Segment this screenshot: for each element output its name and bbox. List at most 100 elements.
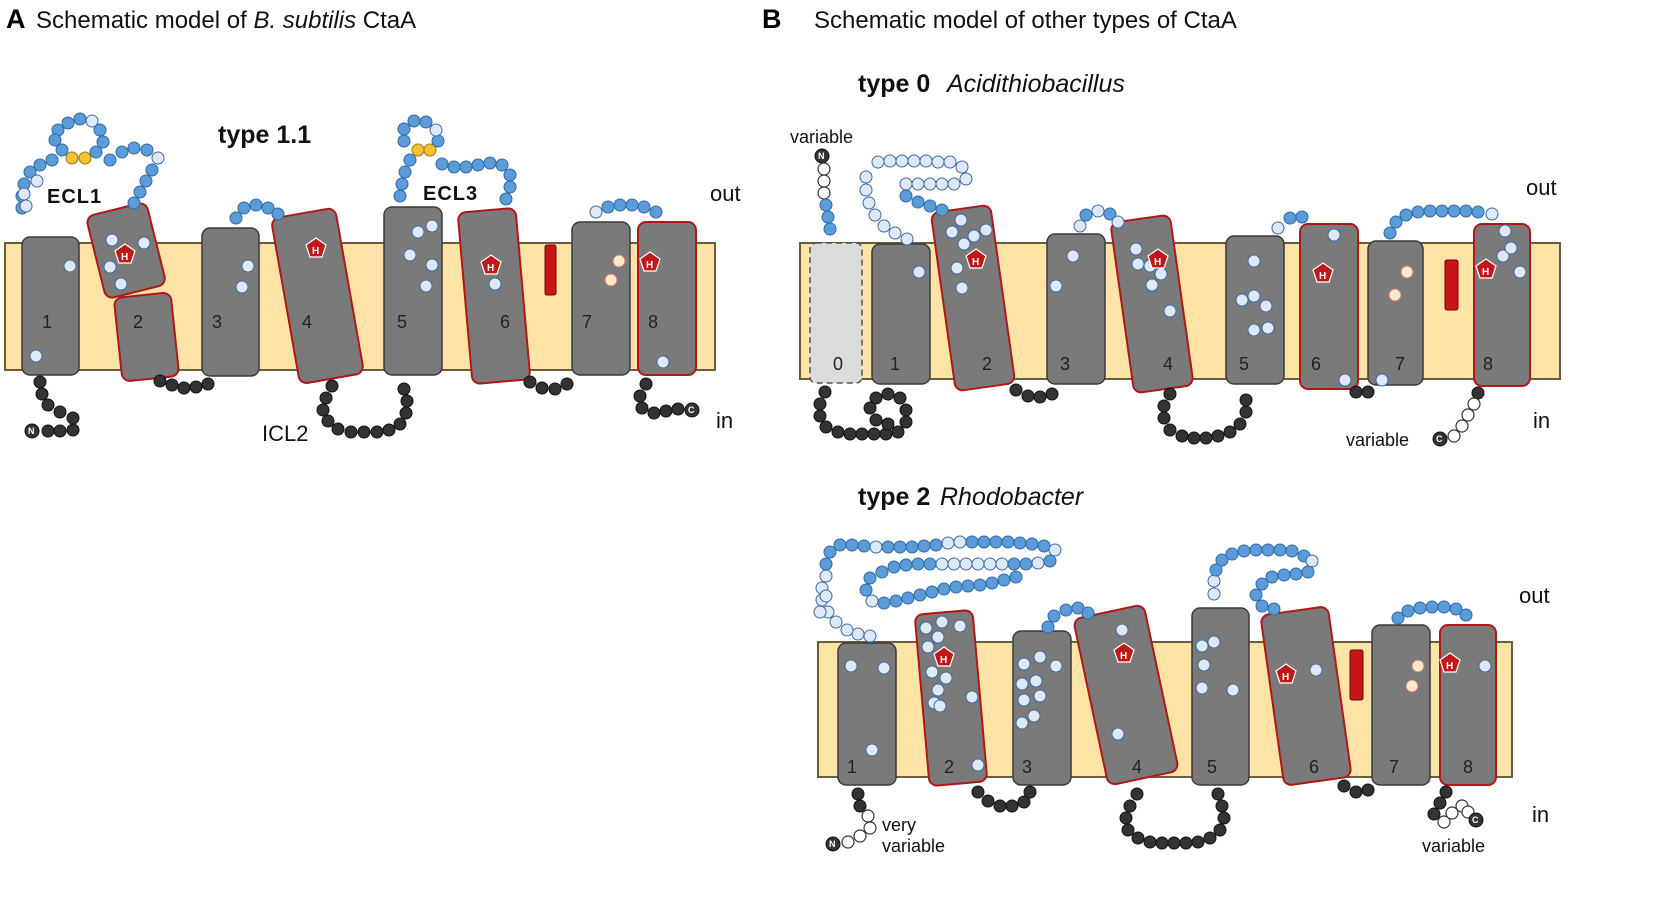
svg-text:H: H xyxy=(121,252,128,263)
loop-b2-ecl4 xyxy=(1391,600,1473,625)
helix-a-5-number: 5 xyxy=(397,312,407,332)
type2-label: type 2 xyxy=(858,483,930,511)
helix-a-4-number: 4 xyxy=(302,312,312,332)
histidine-icon: H H H H xyxy=(965,248,1497,283)
loop-b0-ecl2 xyxy=(1073,204,1125,233)
loop-b2-icl2 xyxy=(1119,787,1231,850)
svg-text:H: H xyxy=(1154,257,1161,268)
helix-b0-5 xyxy=(1225,235,1285,385)
helix-b2-5-number: 5 xyxy=(1207,757,1217,777)
svg-text:N: N xyxy=(818,151,825,161)
type2-organism: Rhodobacter xyxy=(940,483,1085,511)
helix-a-2 xyxy=(113,291,180,382)
panel-a-letter: A xyxy=(6,4,26,34)
helix-b2-4 xyxy=(1073,604,1179,786)
helix-b0-6 xyxy=(1299,223,1359,390)
helix-a-7 xyxy=(571,221,631,376)
svg-text:H: H xyxy=(1446,661,1453,672)
loop-b2-ecl2 xyxy=(1041,601,1095,634)
histidine-icon: H H H H xyxy=(114,237,661,275)
panel-b-heading: Schematic model of other types of CtaA xyxy=(814,7,1237,34)
helix-a-8-number: 8 xyxy=(648,312,658,332)
loop-a-ecl4 xyxy=(589,198,663,219)
loop-b0-icl3 xyxy=(1338,373,1389,399)
residues-b0 xyxy=(912,213,1527,337)
heme-bar-b2 xyxy=(1349,649,1364,701)
loop-b0-icl1 xyxy=(1009,383,1059,404)
helix-a-8 xyxy=(637,221,697,376)
svg-text:C: C xyxy=(688,405,695,415)
type0-model: type 0 Acidithiobacillus 0 1 2 3 4 5 6 7… xyxy=(790,70,1561,450)
type2-in-label: in xyxy=(1532,802,1549,827)
helix-a-1 xyxy=(21,236,80,376)
helix-b2-5 xyxy=(1191,607,1250,786)
loop-b2-icl3 xyxy=(1337,779,1375,799)
loop-b2-cterm: C xyxy=(1427,785,1484,829)
type2-out-label: out xyxy=(1519,583,1550,608)
helix-b0-4-number: 4 xyxy=(1163,354,1173,374)
helix-a-6 xyxy=(457,207,531,385)
type0-variable-n-label: variable xyxy=(790,127,853,147)
svg-text:H: H xyxy=(1482,267,1489,278)
helix-a-6-number: 6 xyxy=(500,312,510,332)
svg-text:H: H xyxy=(1120,651,1127,662)
residues-b2 xyxy=(813,589,1492,772)
type2-very-label: very xyxy=(882,815,916,835)
residues-a xyxy=(17,174,670,369)
histidine-icon: H H H H xyxy=(933,642,1461,684)
helix-b0-3 xyxy=(1046,233,1106,385)
svg-text:H: H xyxy=(940,655,947,666)
helix-a-3-number: 3 xyxy=(212,312,222,332)
helix-b2-7-number: 7 xyxy=(1389,757,1399,777)
helix-a-2-number: 2 xyxy=(133,312,143,332)
helix-b0-5-number: 5 xyxy=(1239,354,1249,374)
helix-b0-2-number: 2 xyxy=(982,354,992,374)
svg-text:N: N xyxy=(829,839,836,849)
loop-b2-nterm: N xyxy=(825,787,877,852)
type0-in-label: in xyxy=(1533,408,1550,433)
helix-b2-7 xyxy=(1371,624,1431,786)
helix-b0-2 xyxy=(930,204,1016,392)
svg-text:H: H xyxy=(487,263,494,274)
helix-b0-6-number: 6 xyxy=(1311,354,1321,374)
type2-model: type 2 Rhodobacter 1 2 3 4 5 6 7 8 xyxy=(813,483,1550,856)
loop-b0-cterm: C xyxy=(1432,386,1485,447)
helix-b0-7-number: 7 xyxy=(1395,354,1405,374)
svg-text:H: H xyxy=(972,257,979,268)
loop-b0-ecl4 xyxy=(1383,204,1499,240)
loop-b2-ecl3 xyxy=(1207,543,1319,616)
loop-b0-ecl1 xyxy=(859,154,973,246)
in-label-a: in xyxy=(716,408,733,433)
heme-bar-a xyxy=(544,244,557,296)
loop-b0-nterm-in xyxy=(813,385,913,441)
out-label-a: out xyxy=(710,181,741,206)
helix-b2-2-number: 2 xyxy=(944,757,954,777)
loop-a-ecl3 xyxy=(393,114,517,206)
type2-variable-c-label: variable xyxy=(1422,836,1485,856)
helix-b2-4-number: 4 xyxy=(1132,757,1142,777)
helix-b0-8-number: 8 xyxy=(1483,354,1493,374)
helix-a-1-number: 1 xyxy=(42,312,52,332)
loop-a-ecl1 xyxy=(15,112,165,215)
panel-b-letter: B xyxy=(762,4,782,34)
panel-a: A Schematic model of B. subtilis CtaA 1 … xyxy=(4,4,741,446)
ecl1-label: ECL1 xyxy=(47,186,102,208)
loop-a-icl1 xyxy=(153,374,215,395)
loop-b2-icl1 xyxy=(971,785,1037,813)
helix-a-7-number: 7 xyxy=(582,312,592,332)
helix-b2-1-number: 1 xyxy=(847,757,857,777)
type0-out-label: out xyxy=(1526,175,1557,200)
helix-b0-0-dashed xyxy=(809,242,863,384)
svg-text:N: N xyxy=(28,426,35,436)
svg-text:H: H xyxy=(1282,672,1289,683)
type0-variable-c-label: variable xyxy=(1346,430,1409,450)
loop-b0-icl2 xyxy=(1157,387,1253,445)
loop-a-ecl2 xyxy=(229,198,285,225)
loop-b0-ecl3 xyxy=(1271,210,1309,235)
loop-a-c-term: C xyxy=(633,377,700,420)
helix-b0-1 xyxy=(871,243,931,385)
helix-b2-1 xyxy=(837,642,897,786)
svg-text:H: H xyxy=(646,260,653,271)
helix-b0-0-number: 0 xyxy=(833,354,843,374)
